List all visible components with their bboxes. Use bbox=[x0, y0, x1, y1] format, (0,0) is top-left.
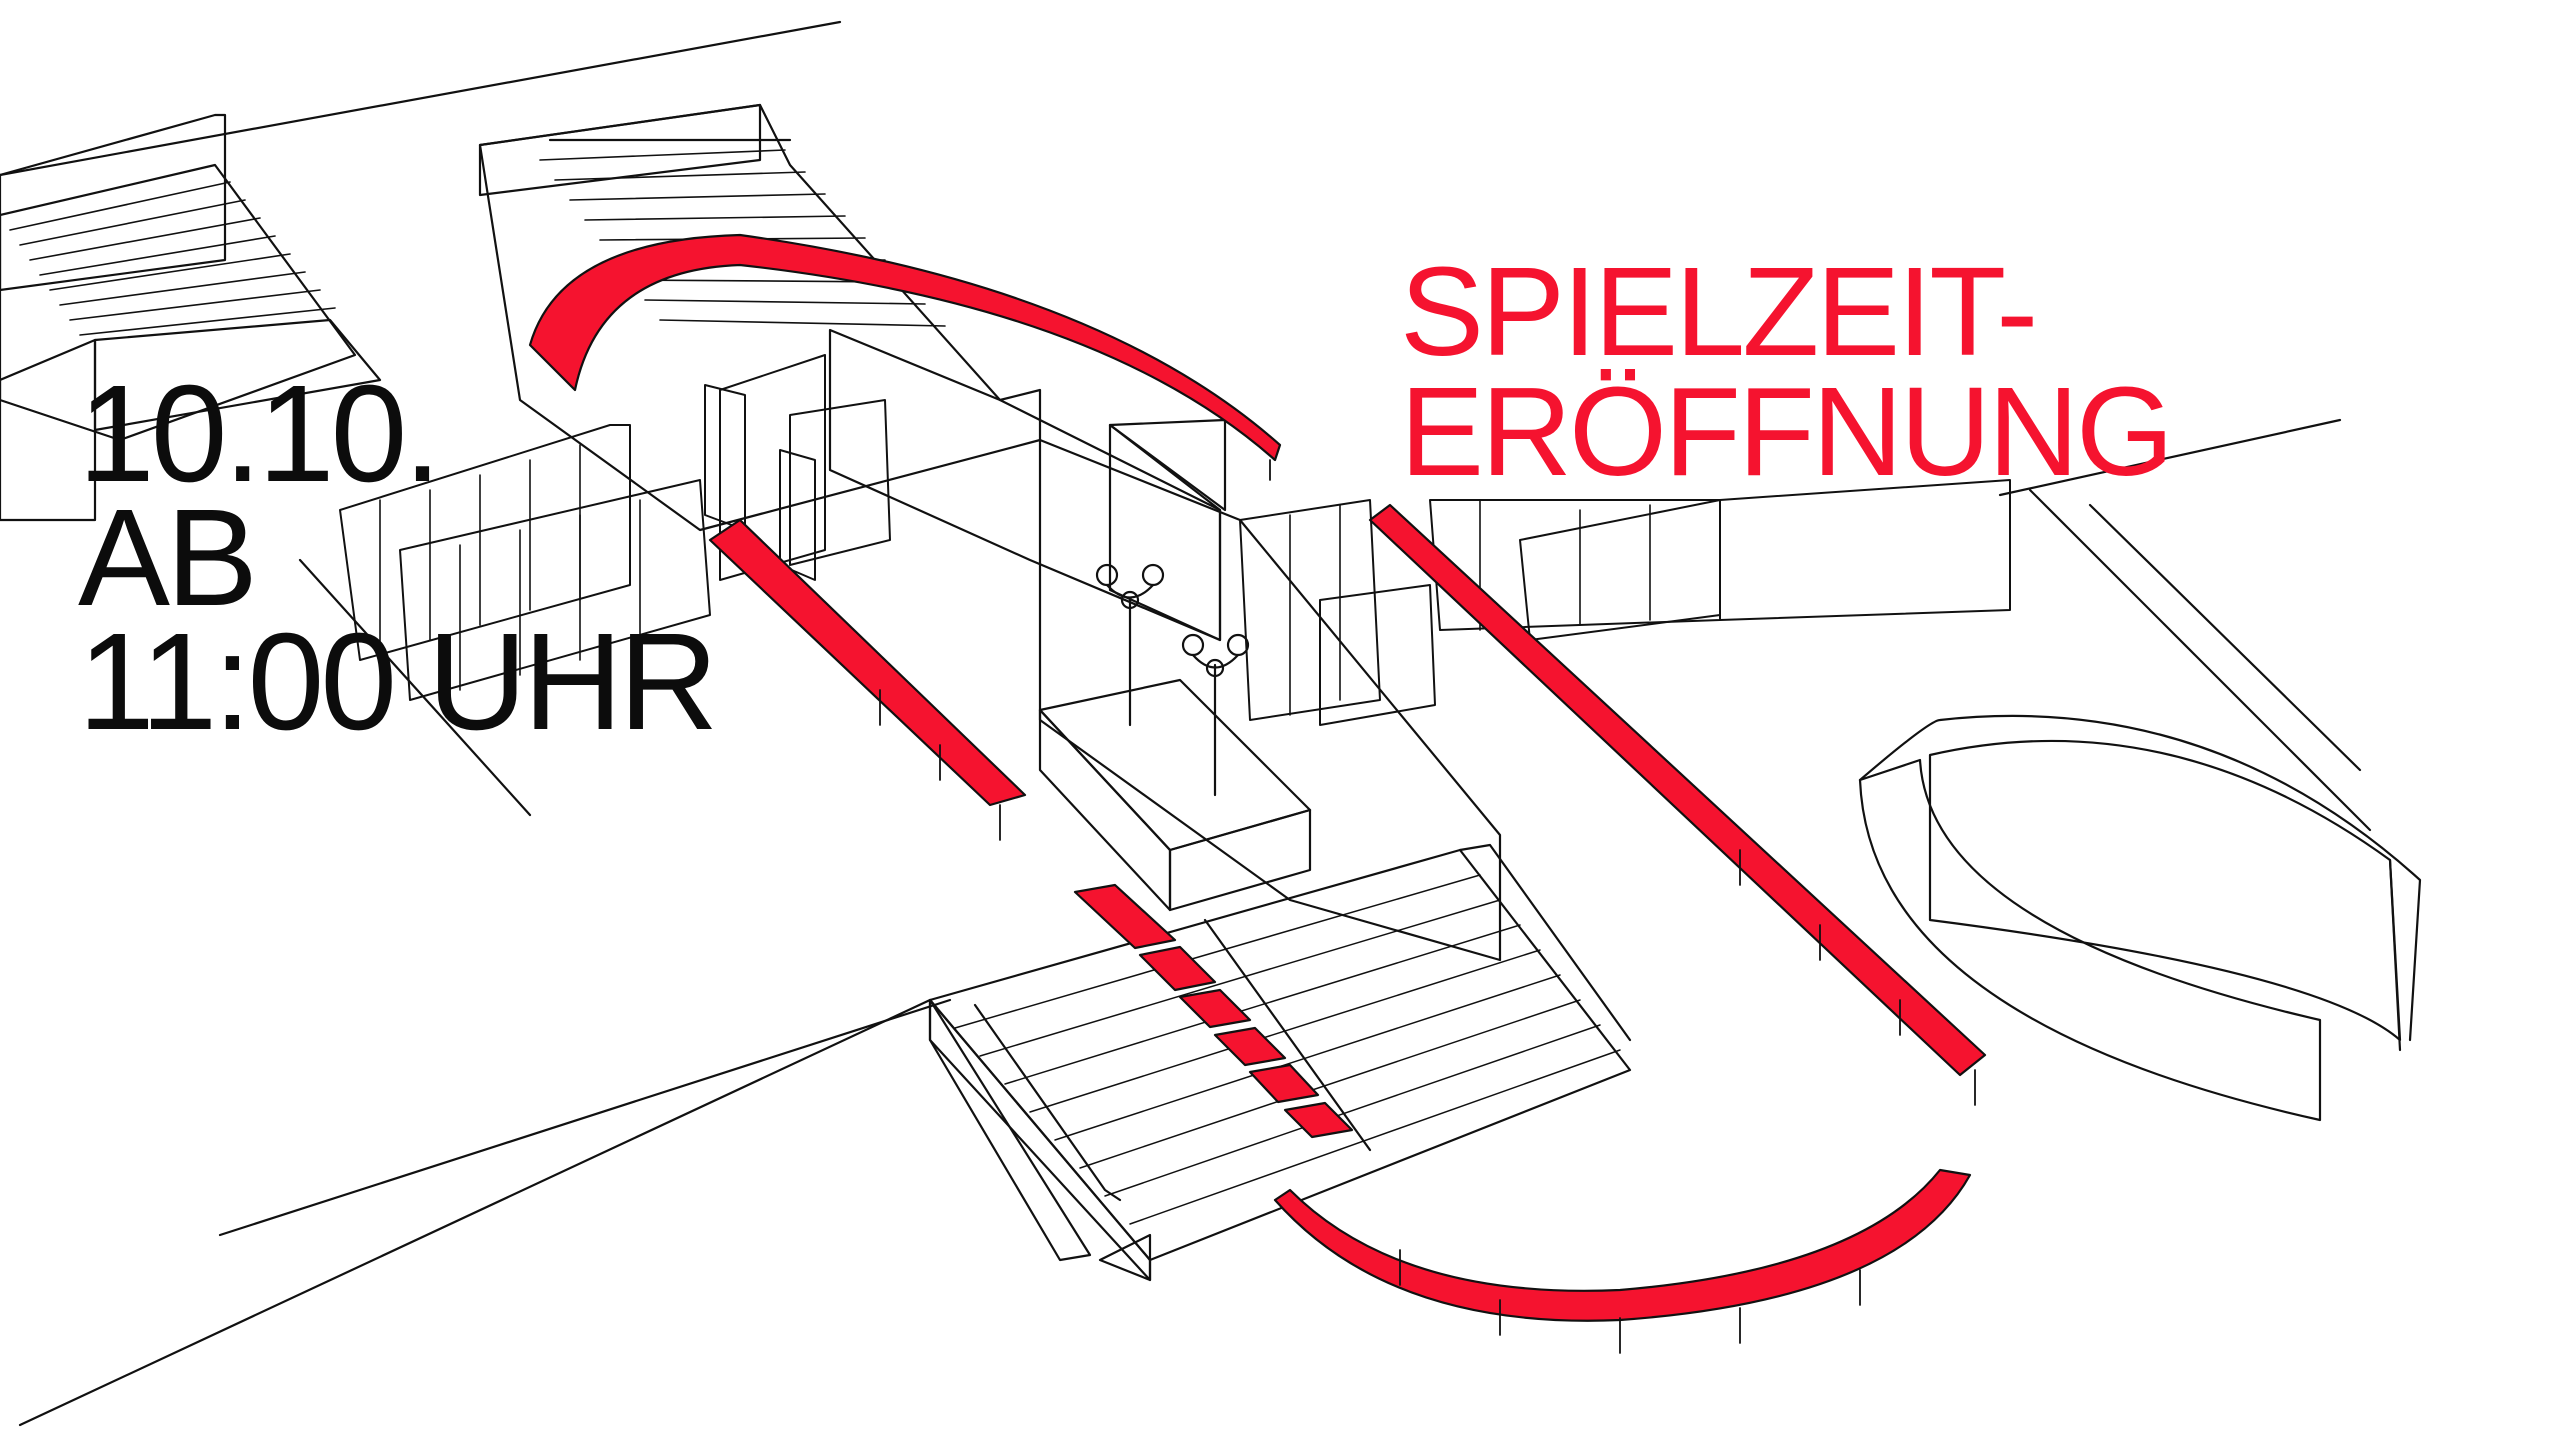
event-date: 10.10. bbox=[78, 357, 442, 511]
red-walkway bbox=[528, 233, 1987, 1322]
walkway-legs bbox=[879, 459, 1976, 1354]
title-line-2: ERÖFFNUNG bbox=[1400, 361, 2174, 502]
event-datetime: 10.10. AB 11:00 UHR bbox=[78, 357, 718, 759]
left-tribune bbox=[0, 113, 382, 522]
poster-title: SPIELZEIT- ERÖFFNUNG bbox=[1400, 241, 2174, 502]
title-line-1: SPIELZEIT- bbox=[1400, 241, 2038, 382]
central-block bbox=[828, 328, 1502, 962]
ground-lines bbox=[0, 20, 2372, 1427]
fences bbox=[339, 354, 2011, 726]
front-staircase bbox=[928, 843, 1632, 1282]
curved-bench bbox=[1858, 714, 2422, 1122]
event-time: 11:00 UHR bbox=[78, 605, 718, 759]
street-lamp-left-icon bbox=[1095, 563, 1165, 727]
event-from-label: AB bbox=[78, 481, 258, 635]
street-lamp-right-icon bbox=[1181, 633, 1250, 797]
lamp-plinth bbox=[1038, 563, 1312, 912]
